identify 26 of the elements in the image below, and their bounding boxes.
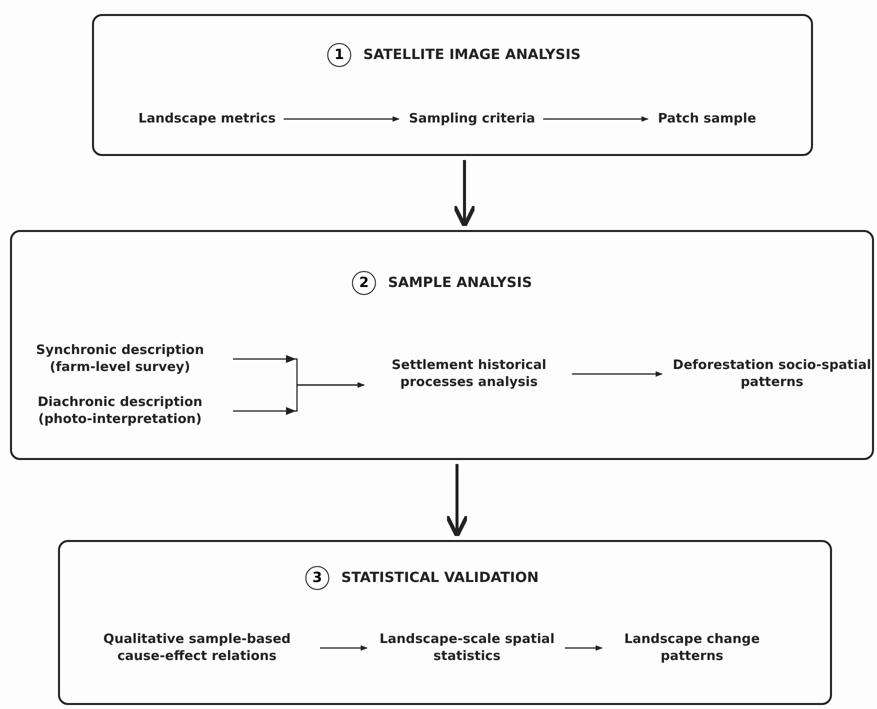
step-label: Qualitative sample-based cause-effect relations	[82, 631, 312, 665]
step-label: Settlement historical processes analysis	[374, 357, 564, 391]
step-label: Diachronic description (photo-interpretation)	[15, 394, 225, 428]
arrow	[452, 160, 476, 228]
arrow	[572, 371, 663, 377]
step-label: Synchronic description (farm-level survey)	[15, 342, 225, 376]
step-label: Patch sample	[658, 110, 756, 128]
arrow	[543, 116, 649, 122]
stage-panel	[58, 540, 832, 705]
stage-panel	[92, 14, 813, 156]
stage-heading: SAMPLE ANALYSIS	[388, 274, 532, 292]
arrow	[445, 464, 469, 538]
step-label: Landscape metrics	[138, 110, 276, 128]
stage-heading: SATELLITE IMAGE ANALYSIS	[363, 46, 581, 64]
step-label: Landscape change patterns	[612, 631, 772, 665]
step-label: Sampling criteria	[408, 110, 536, 128]
stage-heading: STATISTICAL VALIDATION	[341, 568, 539, 588]
step-number: 3	[305, 566, 330, 590]
step-number: 1	[327, 43, 352, 67]
stage-panel	[10, 230, 874, 460]
arrow	[565, 645, 603, 651]
step-number: 2	[352, 271, 376, 295]
step-label: Deforestation socio-spatial patterns	[672, 357, 872, 391]
step-label: Landscape-scale spatial statistics	[377, 631, 557, 665]
arrow	[284, 116, 400, 122]
arrow	[320, 645, 368, 651]
